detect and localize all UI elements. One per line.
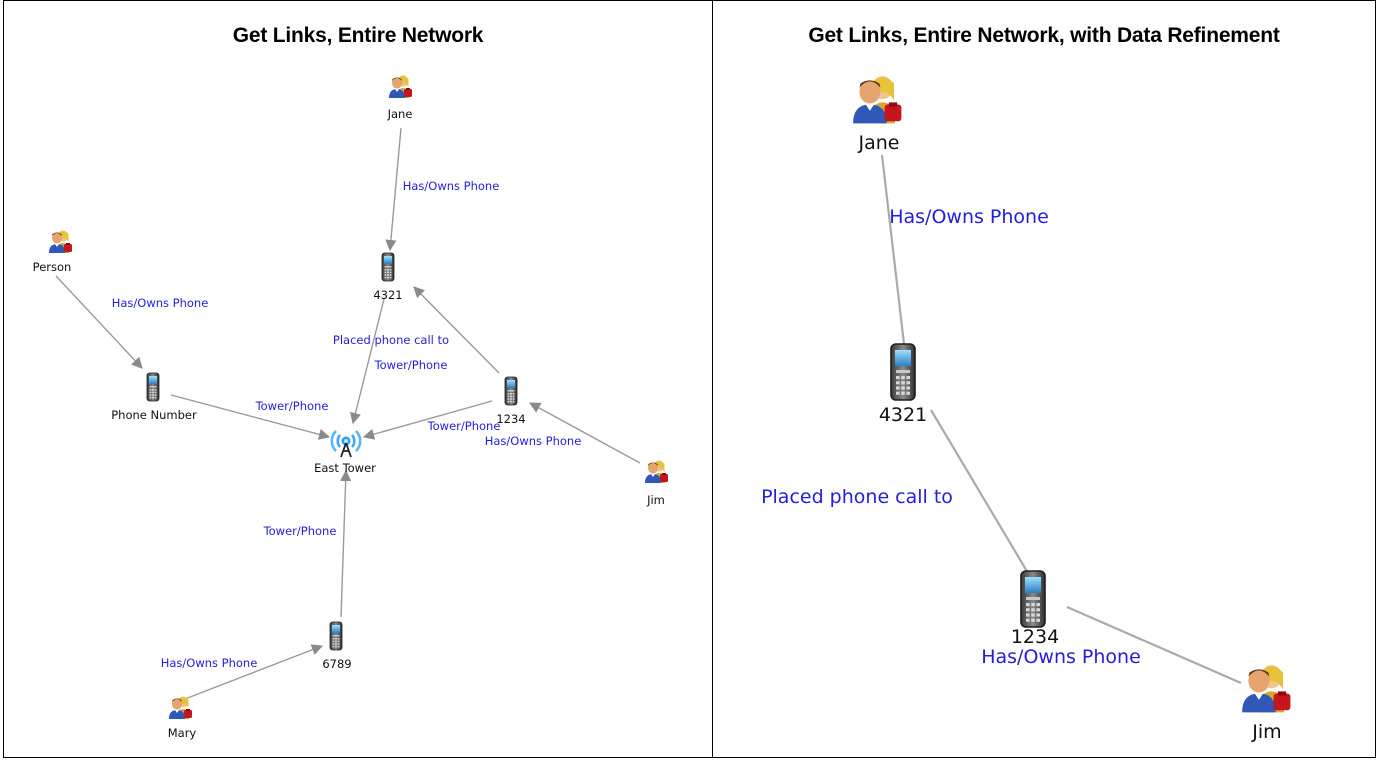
edge-1234-4321 xyxy=(413,286,500,374)
node-jane[interactable]: Jane xyxy=(387,107,413,121)
person-group-icon[interactable] xyxy=(49,230,72,254)
edge-label-mary-6789: Has/Owns Phone xyxy=(161,656,258,670)
mobile-phone-icon[interactable] xyxy=(146,372,160,402)
edge-1234-tower xyxy=(362,400,493,440)
edge-jim-1234 xyxy=(529,402,641,464)
mobile-phone-icon[interactable] xyxy=(1020,570,1046,628)
edge-label-tower-4321: Tower/Phone xyxy=(374,358,448,372)
edge-label-tower-6789: Tower/Phone xyxy=(263,524,337,538)
edge-label-placed-call: Placed phone call to xyxy=(761,486,953,508)
edge-label-jim-1234: Has/Owns Phone xyxy=(485,434,582,448)
right-network-graph: Jane 4321 1234 Jim Has/Owns Phone Placed… xyxy=(761,76,1291,743)
left-panel: Get Links, Entire Network Jane Person 43… xyxy=(3,0,713,758)
right-panel-title: Get Links, Entire Network, with Data Ref… xyxy=(808,24,1280,47)
mobile-phone-icon[interactable] xyxy=(329,621,343,651)
edge-label-jim-1234: Has/Owns Phone xyxy=(981,646,1141,668)
left-network-graph: Jane Person 4321 Phone Number 1234 East … xyxy=(33,75,668,740)
edge-label-tower-1234: Tower/Phone xyxy=(427,419,501,433)
right-panel: Get Links, Entire Network, with Data Ref… xyxy=(712,0,1376,758)
person-group-icon[interactable] xyxy=(853,76,902,124)
edge-jane-4321 xyxy=(880,154,906,345)
edge-person-phonenumber xyxy=(55,275,143,369)
mobile-phone-icon[interactable] xyxy=(504,376,518,406)
edge-4321-tower xyxy=(350,298,385,425)
edge-label-jane-4321: Has/Owns Phone xyxy=(889,206,1049,228)
cell-tower-icon[interactable] xyxy=(330,429,362,459)
node-mary[interactable]: Mary xyxy=(168,726,197,740)
node-1234[interactable]: 1234 xyxy=(1011,626,1059,648)
edge-label-jane-4321: Has/Owns Phone xyxy=(403,179,500,193)
edge-label-tower-phonenumber: Tower/Phone xyxy=(255,399,329,413)
edge-1234-jim xyxy=(1066,605,1242,685)
edge-label-person-phonenumber: Has/Owns Phone xyxy=(112,296,209,310)
node-1234[interactable]: 1234 xyxy=(496,412,525,426)
node-jim[interactable]: Jim xyxy=(646,493,665,507)
edge-jane-4321 xyxy=(385,127,402,252)
mobile-phone-icon[interactable] xyxy=(890,343,916,401)
person-group-icon[interactable] xyxy=(389,75,412,99)
edge-mary-6789 xyxy=(184,644,324,700)
mobile-phone-icon[interactable] xyxy=(381,252,395,282)
node-person[interactable]: Person xyxy=(33,260,72,274)
person-group-icon[interactable] xyxy=(645,460,668,484)
node-phone-number[interactable]: Phone Number xyxy=(111,408,197,422)
edge-label-placed-call: Placed phone call to xyxy=(333,333,449,347)
edge-phonenumber-tower xyxy=(170,394,331,440)
node-east-tower[interactable]: East Tower xyxy=(314,461,376,475)
edge-6789-tower xyxy=(340,469,352,618)
person-group-icon[interactable] xyxy=(169,696,192,720)
left-panel-title: Get Links, Entire Network xyxy=(232,24,484,47)
node-jim[interactable]: Jim xyxy=(1251,721,1281,743)
node-4321[interactable]: 4321 xyxy=(373,288,402,302)
edge-4321-1234 xyxy=(930,409,1029,574)
node-4321[interactable]: 4321 xyxy=(879,404,927,426)
person-group-icon[interactable] xyxy=(1242,665,1291,713)
node-6789[interactable]: 6789 xyxy=(322,657,351,671)
node-jane[interactable]: Jane xyxy=(858,132,900,154)
